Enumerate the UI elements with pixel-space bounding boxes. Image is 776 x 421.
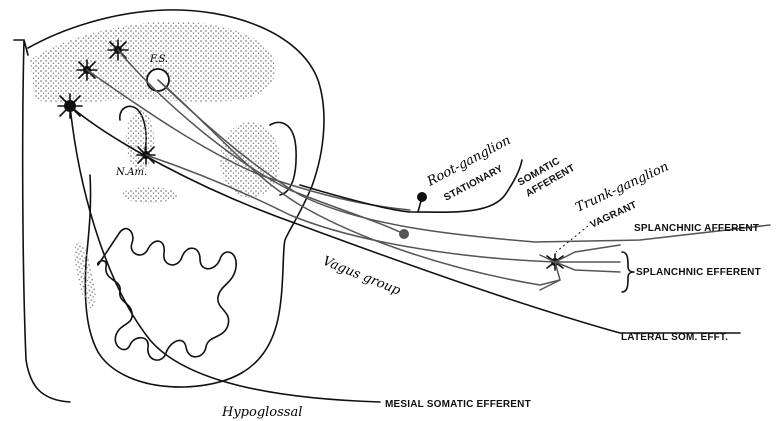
somatic-afferent-trunk — [300, 160, 522, 212]
inferior-olive — [98, 229, 236, 360]
splanchnic-efferent-bracket — [622, 252, 634, 292]
label-splanchnic-afferent: SPLANCHNIC AFFERENT — [634, 223, 759, 234]
label-fs: F.S. — [149, 54, 168, 65]
label-nam: N.Am. — [115, 167, 147, 178]
label-vagus-group: Vagus group — [321, 254, 404, 299]
splanchnic-efferent-branches — [540, 245, 620, 290]
label-hypoglossal: Hypoglossal — [221, 405, 302, 420]
label-splanchnic-efferent: SPLANCHNIC EFFERENT — [636, 267, 761, 278]
label-mesial-somatic-efferent: MESIAL SOMATIC EFFERENT — [385, 399, 531, 410]
trunk-ganglion-pointer — [556, 226, 588, 252]
label-lateral-som-efft: LATERAL SOM. EFFT. — [621, 332, 728, 343]
